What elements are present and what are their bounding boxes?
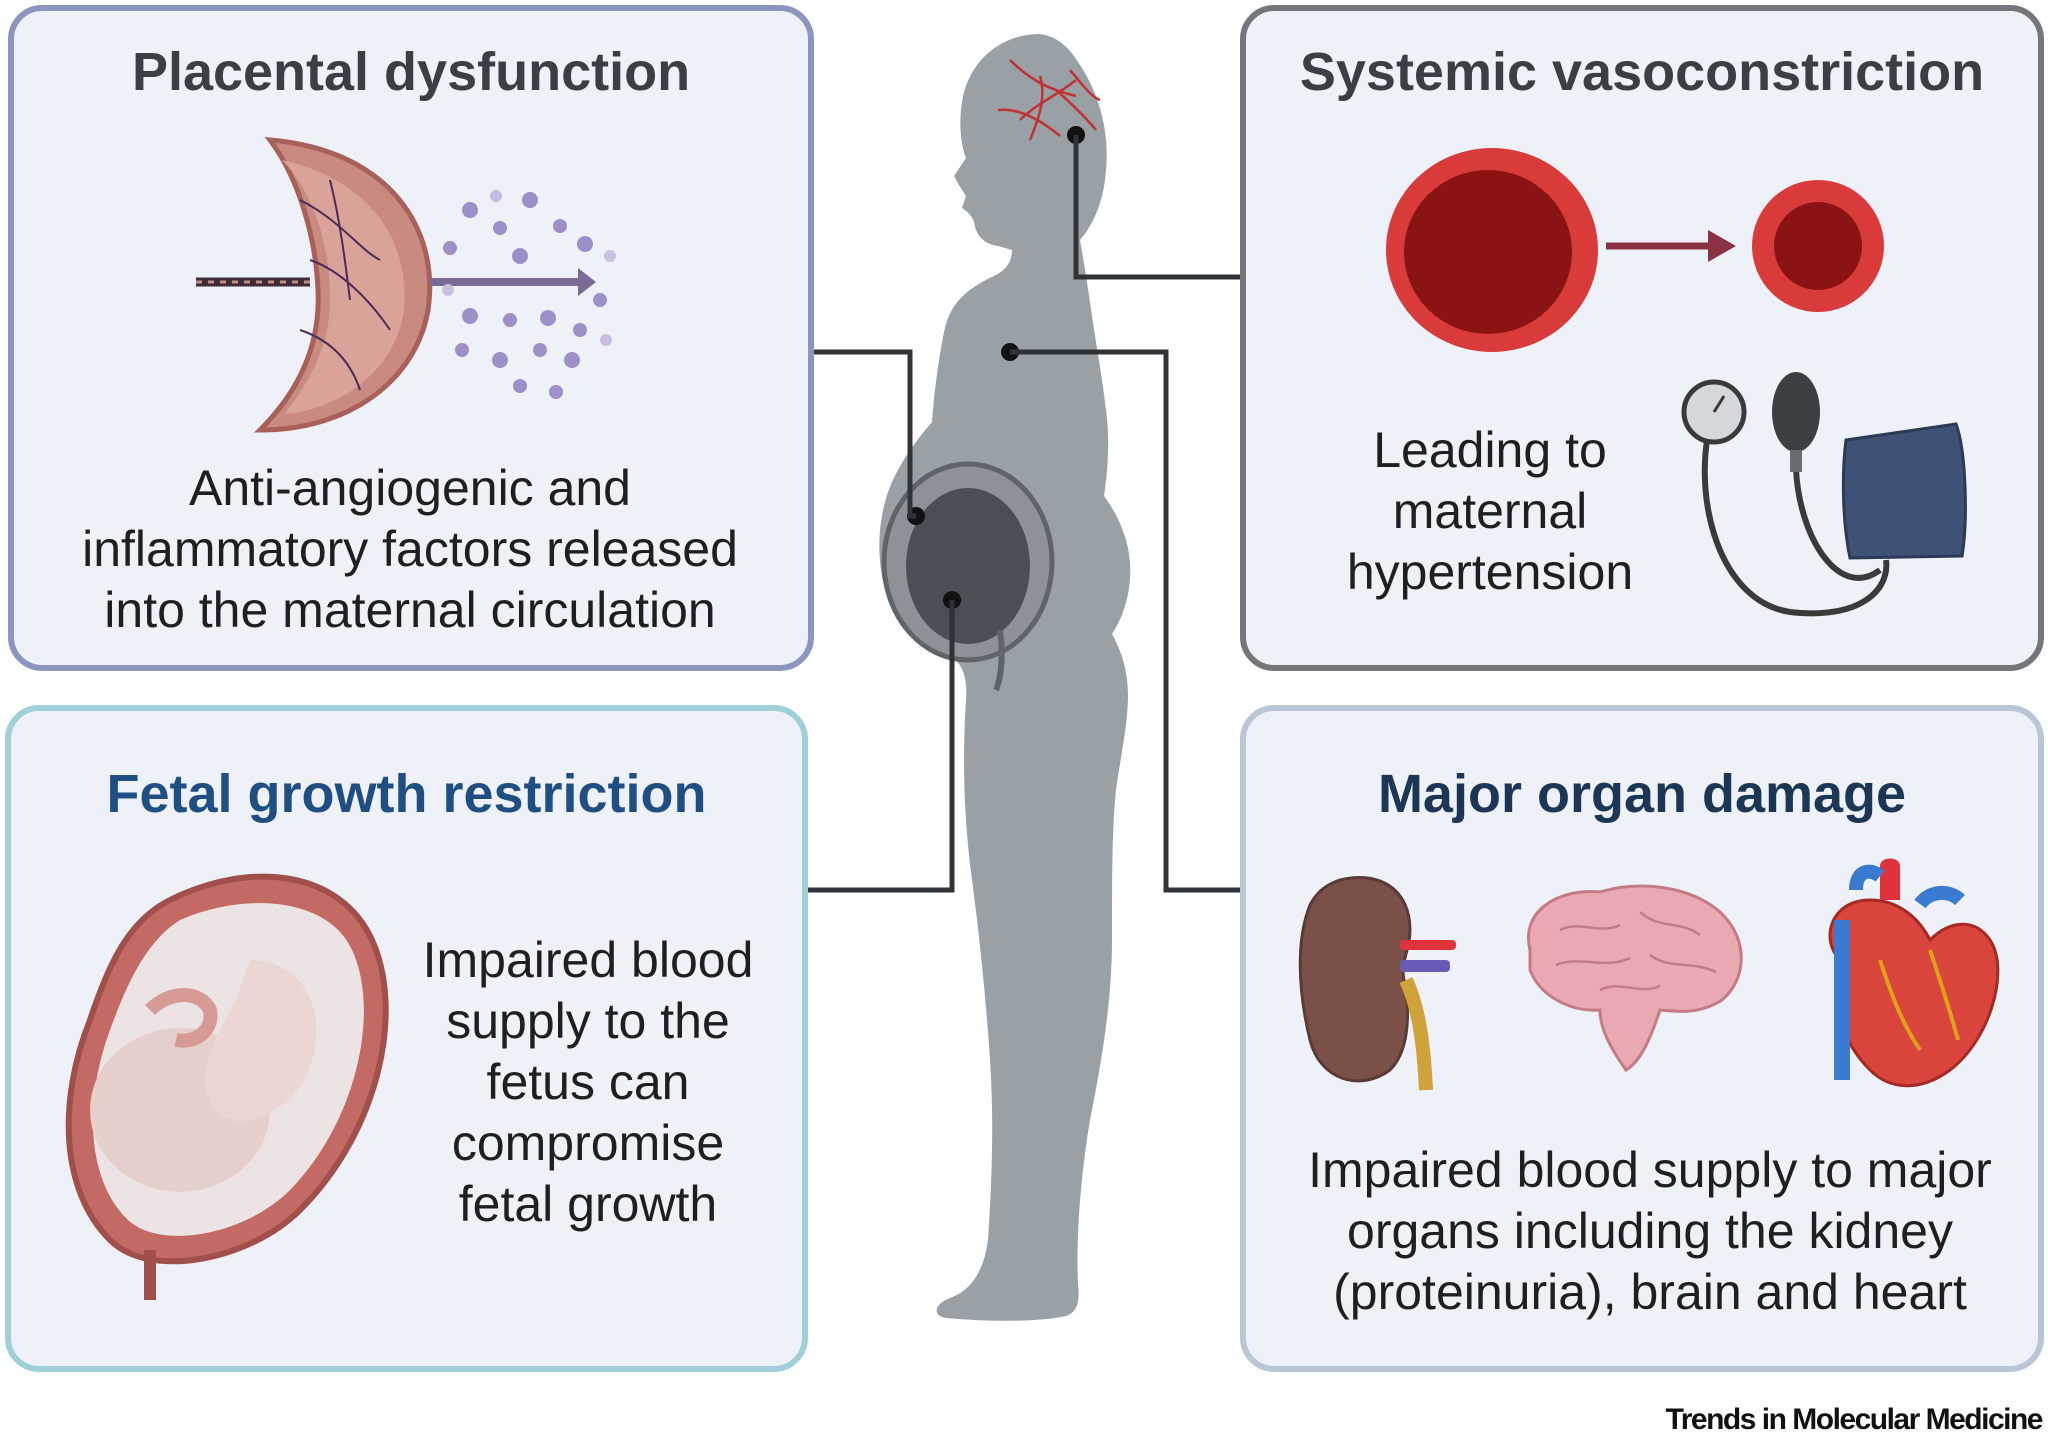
description-line: Leading to: [1373, 422, 1607, 478]
description-line: Impaired blood: [422, 932, 754, 988]
pregnant-woman-silhouette: [879, 34, 1131, 1321]
description-line: Impaired blood supply to major: [1308, 1142, 1992, 1198]
description-line: supply to the: [446, 993, 730, 1049]
vasoconstriction-description: Leading to maternal hypertension: [1310, 420, 1670, 603]
description-line: organs including the kidney: [1347, 1203, 1953, 1259]
description-line: (proteinuria), brain and heart: [1333, 1264, 1967, 1320]
description-line: Anti-angiogenic and: [189, 460, 631, 516]
placental-dysfunction-description: Anti-angiogenic and inflammatory factors…: [40, 458, 780, 641]
systemic-vasoconstriction-title: Systemic vasoconstriction: [1299, 42, 1985, 102]
journal-attribution: Trends in Molecular Medicine: [1665, 1403, 2044, 1436]
connector-lines: [808, 135, 1240, 893]
placental-dysfunction-title: Placental dysfunction: [131, 42, 691, 102]
description-line: hypertension: [1346, 544, 1634, 600]
fetal-growth-description: Impaired blood supply to the fetus can c…: [392, 930, 784, 1235]
description-line: into the maternal circulation: [104, 582, 716, 638]
systemic-vasoconstriction-panel: [1240, 5, 2044, 671]
description-line: maternal: [1392, 483, 1588, 539]
description-line: inflammatory factors released: [82, 521, 738, 577]
description-line: fetal growth: [458, 1176, 718, 1232]
description-line: compromise: [451, 1115, 725, 1171]
major-organ-damage-title: Major organ damage: [1377, 764, 1907, 824]
organ-damage-description: Impaired blood supply to major organs in…: [1250, 1140, 2048, 1323]
fetal-growth-restriction-title: Fetal growth restriction: [106, 764, 707, 824]
description-line: fetus can: [486, 1054, 690, 1110]
